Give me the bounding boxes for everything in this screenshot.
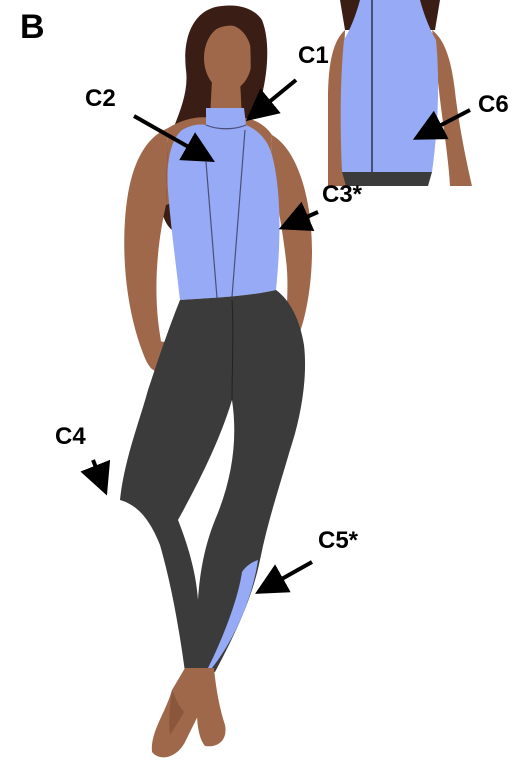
inset-back-view	[328, 0, 475, 186]
arrow-c5	[262, 562, 312, 590]
label-c4: C4	[55, 423, 86, 450]
inset-top-back	[341, 0, 438, 172]
face	[204, 25, 252, 91]
label-c6: C6	[478, 91, 509, 118]
label-c5: C5*	[318, 527, 359, 554]
label-c1: C1	[298, 42, 329, 69]
label-c2: C2	[85, 85, 116, 112]
label-c3: C3*	[322, 181, 363, 208]
panel-label: B	[20, 8, 45, 46]
figure-front-view	[120, 6, 312, 758]
arrow-c4	[93, 460, 104, 488]
left-arm	[124, 128, 168, 372]
